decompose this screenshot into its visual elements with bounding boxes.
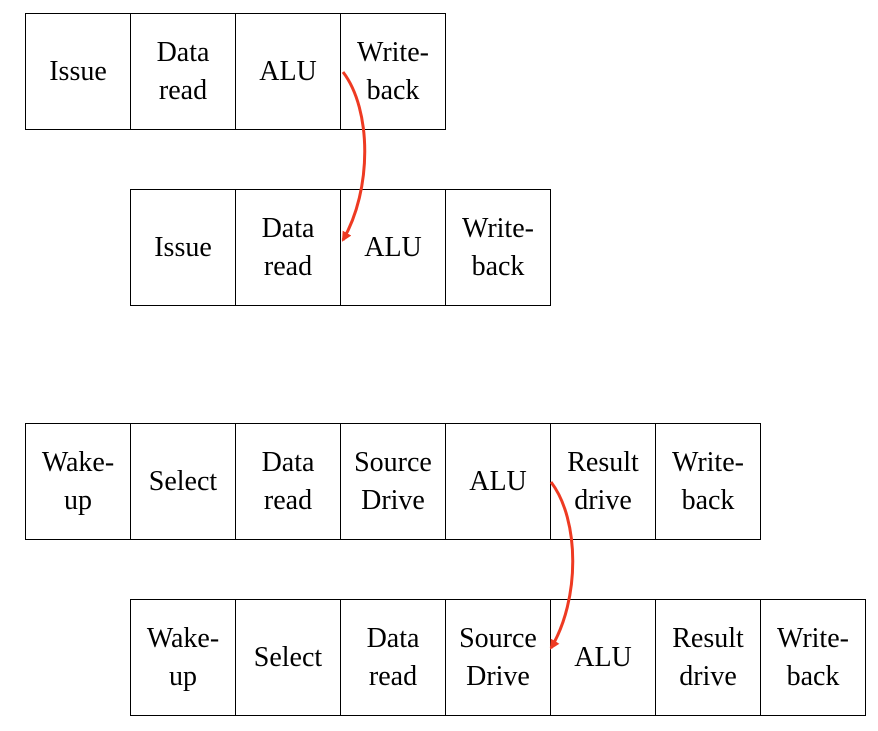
stage-detailed-2-data-read: Data read [340,599,446,716]
stage-simple-1-data-read: Data read [130,13,236,130]
stage-detailed-1-select: Select [130,423,236,540]
stage-simple-1-write-back: Write- back [340,13,446,130]
stage-simple-2-data-read: Data read [235,189,341,306]
stage-simple-1-issue: Issue [25,13,131,130]
stage-detailed-2-result-drive: Result drive [655,599,761,716]
stage-simple-2-write-back: Write- back [445,189,551,306]
stage-detailed-2-source-drive: Source Drive [445,599,551,716]
stage-detailed-1-source-drive: Source Drive [340,423,446,540]
stage-simple-2-alu: ALU [340,189,446,306]
stage-simple-1-alu: ALU [235,13,341,130]
stage-detailed-2-write-back: Write- back [760,599,866,716]
stage-detailed-2-select: Select [235,599,341,716]
stage-detailed-1-write-back: Write- back [655,423,761,540]
stage-detailed-1-alu: ALU [445,423,551,540]
stage-detailed-1-data-read: Data read [235,423,341,540]
stage-detailed-1-wake-up: Wake- up [25,423,131,540]
stage-detailed-1-result-drive: Result drive [550,423,656,540]
stage-simple-2-issue: Issue [130,189,236,306]
stage-detailed-2-wake-up: Wake- up [130,599,236,716]
stage-detailed-2-alu: ALU [550,599,656,716]
